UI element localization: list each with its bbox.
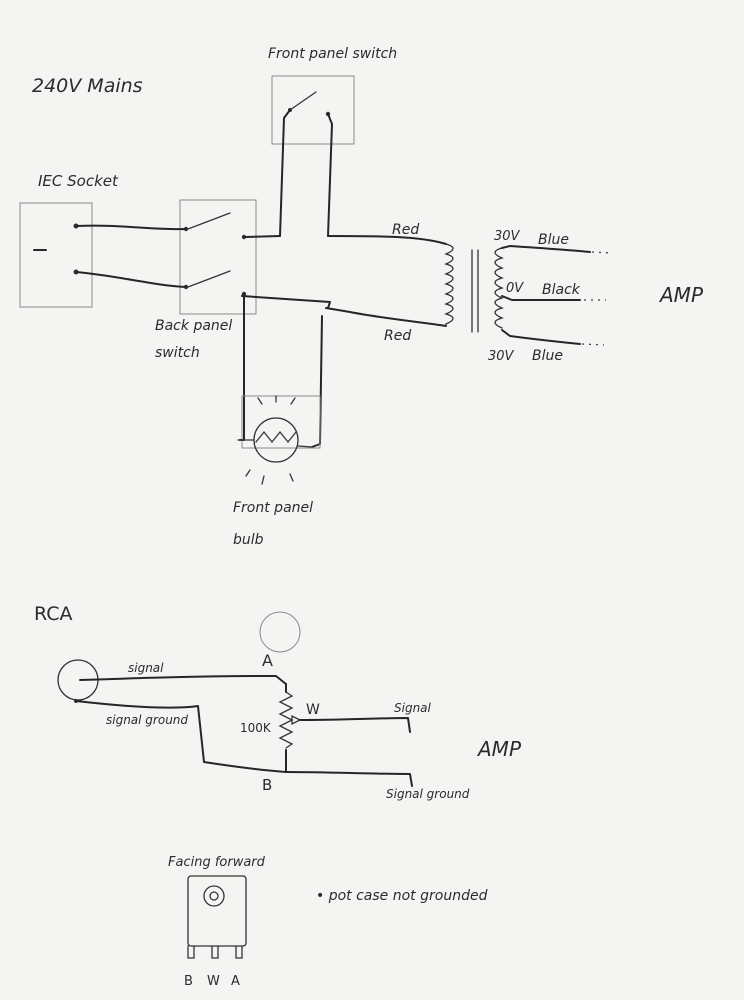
front-switch-leg-left	[279, 109, 291, 237]
ground-out-label: Signal ground	[386, 787, 470, 801]
bulb-label-2: bulb	[233, 532, 264, 548]
iec-label: IEC Socket	[38, 172, 119, 190]
signal-out-label: Signal	[394, 701, 432, 715]
pot-view-title: Facing forward	[168, 855, 266, 870]
tap-bottom: 30V	[488, 349, 515, 364]
out-top-label: Blue	[538, 232, 569, 248]
potentiometer-pinout-icon	[187, 875, 247, 959]
red-wire-bottom	[325, 307, 447, 327]
rca-jack-icon	[57, 659, 99, 703]
pin-a-label: A	[262, 651, 273, 670]
red-label-bottom: Red	[384, 328, 411, 344]
ground-wire-in	[75, 700, 287, 773]
mains-title: 240V Mains	[32, 75, 143, 97]
amp-label-top: AMP	[658, 283, 704, 307]
front-switch-leg-right	[327, 113, 333, 237]
paper-smudge	[259, 611, 301, 653]
potentiometer-100k	[278, 683, 302, 773]
amp-label-bottom: AMP	[476, 737, 522, 761]
transformer	[444, 243, 504, 333]
tap-mid: 0V	[506, 281, 524, 296]
ground-in-label: signal ground	[106, 713, 188, 727]
bulb-icon	[237, 395, 321, 485]
iec-wire-top	[75, 224, 187, 231]
out-mid-label: Black	[542, 282, 581, 298]
pin-b-label: B	[262, 776, 272, 794]
pot-pin-w: W	[207, 974, 220, 989]
out-wire-mid	[501, 295, 581, 302]
back-switch-label-2: switch	[155, 345, 200, 361]
red-label-top: Red	[392, 222, 419, 238]
back-to-front-top	[243, 235, 281, 238]
ground-wire-out	[285, 771, 413, 787]
wiper-wire-out	[299, 717, 411, 733]
pot-pin-a: A	[231, 974, 240, 989]
red-wire-top	[327, 235, 447, 245]
tap-top: 30V	[494, 229, 521, 244]
rca-title: RCA	[34, 603, 73, 625]
bulb-label-1: Front panel	[233, 500, 313, 516]
back-switch-label-1: Back panel	[155, 318, 232, 334]
pot-note: • pot case not grounded	[316, 888, 488, 904]
out-bottom-label: Blue	[532, 348, 563, 364]
out-wire-top	[501, 245, 591, 253]
iec-socket	[19, 202, 93, 308]
iec-wire-bottom	[75, 271, 187, 288]
out-wire-bottom	[501, 329, 581, 345]
pin-w-label: W	[306, 702, 320, 718]
signal-wire-in	[79, 675, 287, 685]
signal-in-label: signal	[128, 661, 164, 675]
pot-value-label: 100K	[240, 721, 272, 735]
back-to-front-bottom	[241, 293, 331, 309]
pot-pin-b: B	[184, 974, 193, 989]
front-switch-label: Front panel switch	[268, 46, 397, 62]
